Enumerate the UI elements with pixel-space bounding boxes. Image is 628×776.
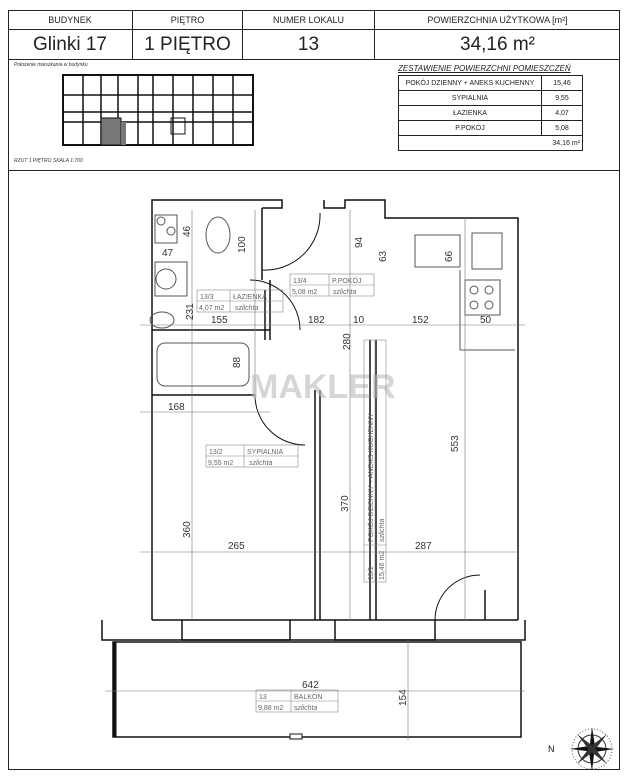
svg-text:szlichta: szlichta bbox=[379, 519, 386, 542]
sink-icon bbox=[149, 311, 175, 329]
info-section: Położenie mieszkania w budynku RZUT 1 PI… bbox=[8, 60, 620, 171]
building-keyplan bbox=[62, 74, 254, 146]
sheet-frame bbox=[8, 10, 620, 770]
svg-text:50: 50 bbox=[480, 315, 492, 326]
building-label: BUDYNEK bbox=[8, 10, 133, 30]
summary-title: ZESTAWIENIE POWIERZCHNI POMIESZCZEŃ bbox=[398, 64, 571, 73]
unit-value: 13 bbox=[243, 30, 375, 60]
svg-text:265: 265 bbox=[228, 541, 245, 552]
dimension-lines bbox=[105, 210, 525, 740]
svg-text:15,46 m2: 15,46 m2 bbox=[379, 551, 386, 580]
unit-label: NUMER LOKALU bbox=[243, 10, 375, 30]
svg-text:88: 88 bbox=[232, 356, 243, 368]
svg-text:ŁAZIENKA: ŁAZIENKA bbox=[233, 294, 267, 301]
area-value: 34,16 m² bbox=[375, 30, 620, 60]
svg-text:553: 553 bbox=[450, 435, 461, 452]
area-label: POWIERZCHNIA UŻYTKOWA [m²] bbox=[375, 10, 620, 30]
svg-text:szlichta: szlichta bbox=[333, 289, 356, 296]
svg-text:BALKON: BALKON bbox=[294, 694, 322, 701]
watermark: MAKLER bbox=[250, 368, 395, 406]
dimension-labels: 46 100 94 63 66 47 231 155 182 10 152 50… bbox=[162, 225, 492, 706]
svg-text:152: 152 bbox=[412, 315, 429, 326]
svg-text:66: 66 bbox=[444, 250, 455, 262]
svg-text:POKÓJ DZIENNY + ANEKS KUCHENNY: POKÓJ DZIENNY + ANEKS KUCHENNY bbox=[366, 413, 375, 542]
building-value: Glinki 17 bbox=[8, 30, 133, 60]
svg-text:4,07 m2: 4,07 m2 bbox=[199, 305, 224, 312]
floor-label: PIĘTRO bbox=[133, 10, 243, 30]
svg-text:155: 155 bbox=[211, 315, 228, 326]
room-labels: 13/3 ŁAZIENKA 4,07 m2 szlichta 13/4 P.POKÓJ… bbox=[199, 276, 386, 712]
washing-machine-icon bbox=[155, 268, 177, 290]
floor-value: 1 PIĘTRO bbox=[133, 30, 243, 60]
fixtures bbox=[149, 214, 515, 387]
compass-north-label: N bbox=[548, 744, 555, 754]
svg-text:46: 46 bbox=[182, 225, 193, 237]
svg-text:642: 642 bbox=[302, 680, 319, 691]
summary-total-row: 34,16 m² bbox=[398, 135, 583, 151]
svg-text:360: 360 bbox=[182, 521, 193, 538]
door-swings bbox=[249, 212, 481, 621]
svg-text:13/2: 13/2 bbox=[209, 449, 223, 456]
svg-text:szlichta: szlichta bbox=[235, 305, 258, 312]
svg-text:P.POKÓJ: P.POKÓJ bbox=[332, 276, 361, 285]
room-label-boxes bbox=[196, 273, 387, 713]
location-caption: Położenie mieszkania w budynku bbox=[14, 62, 88, 68]
svg-text:SYPIALNIA: SYPIALNIA bbox=[247, 449, 284, 456]
svg-text:13/4: 13/4 bbox=[293, 278, 307, 285]
toilet-icon bbox=[205, 216, 231, 254]
svg-text:szlichta: szlichta bbox=[249, 460, 272, 467]
stove-icon bbox=[464, 279, 501, 316]
scale-caption: RZUT 1 PIĘTRO SKALA 1:700 bbox=[14, 158, 83, 164]
compass-icon: N bbox=[548, 727, 614, 771]
header-table: BUDYNEK PIĘTRO NUMER LOKALU POWIERZCHNIA… bbox=[8, 10, 620, 60]
svg-text:63: 63 bbox=[378, 250, 389, 262]
kitchen-sink-icon bbox=[414, 234, 461, 268]
svg-text:231: 231 bbox=[185, 303, 196, 320]
svg-text:280: 280 bbox=[342, 333, 353, 350]
svg-text:370: 370 bbox=[340, 495, 351, 512]
svg-text:100: 100 bbox=[237, 236, 248, 253]
svg-text:10: 10 bbox=[353, 315, 365, 326]
bathtub-icon bbox=[156, 342, 250, 387]
svg-text:9,55 m2: 9,55 m2 bbox=[208, 460, 233, 467]
svg-text:13/3: 13/3 bbox=[200, 294, 214, 301]
svg-text:9,88 m2: 9,88 m2 bbox=[258, 705, 283, 712]
svg-text:94: 94 bbox=[354, 236, 365, 248]
balcony bbox=[112, 641, 522, 740]
svg-text:5,08 m2: 5,08 m2 bbox=[292, 289, 317, 296]
svg-text:13/1: 13/1 bbox=[368, 566, 375, 580]
svg-text:47: 47 bbox=[162, 248, 174, 259]
svg-text:168: 168 bbox=[168, 402, 185, 413]
svg-text:287: 287 bbox=[415, 541, 432, 552]
svg-text:13: 13 bbox=[259, 694, 267, 701]
fridge-icon bbox=[471, 232, 503, 270]
svg-text:154: 154 bbox=[398, 689, 409, 706]
svg-text:szlichta: szlichta bbox=[294, 705, 317, 712]
svg-text:182: 182 bbox=[308, 315, 325, 326]
walls bbox=[101, 199, 526, 641]
